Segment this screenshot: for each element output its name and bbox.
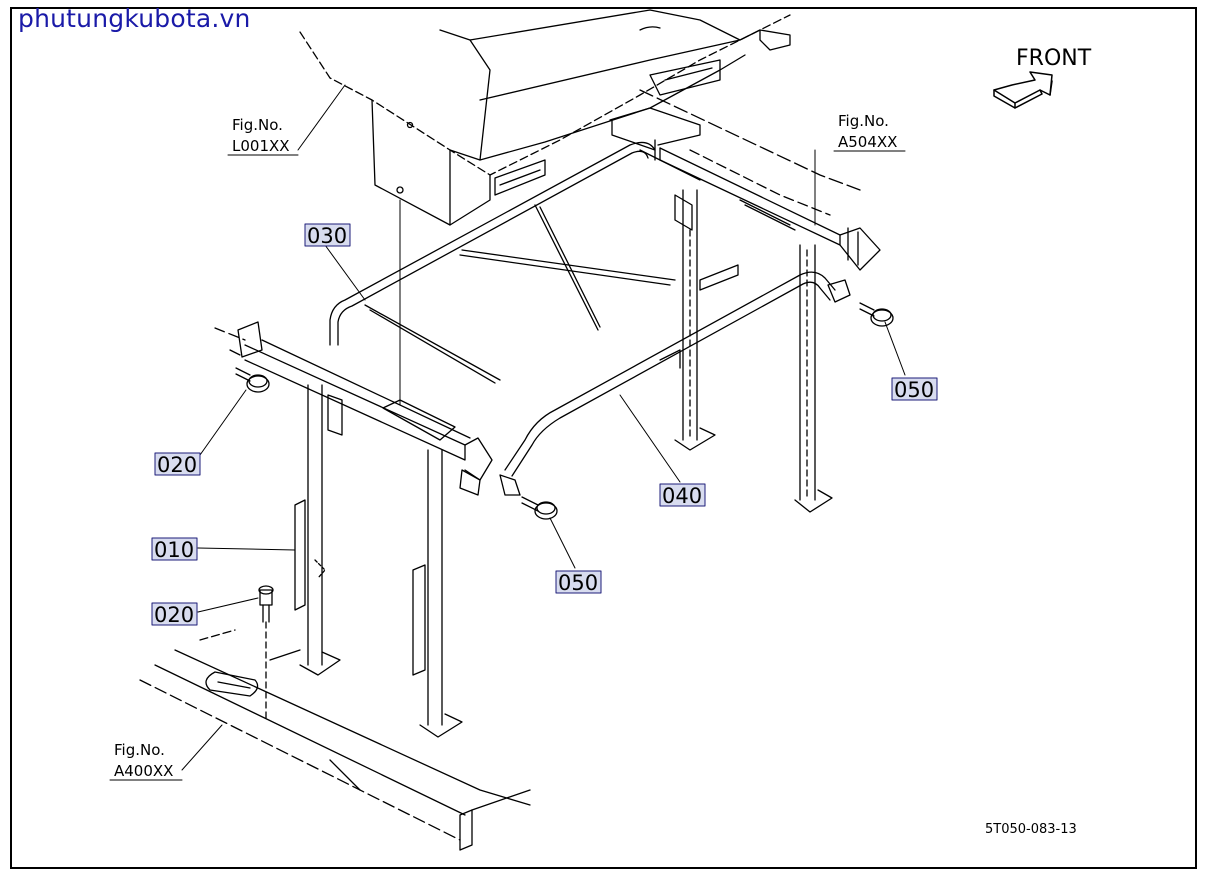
front-legs [294,384,463,738]
bolt-050-front [521,496,558,520]
fig-ref-a504xx: Fig.No. A504XX [838,112,897,151]
fig-ref-l001xx: Fig.No. L001XX [232,116,290,155]
upper-body-assembly [299,9,791,226]
svg-text:020: 020 [154,603,194,627]
svg-text:030: 030 [307,224,347,248]
leader-lines [181,84,906,771]
fig-ref-line2: L001XX [232,137,290,155]
svg-text:020: 020 [157,453,197,477]
watermark: phutungkubota.vn [18,4,251,33]
svg-text:040: 040 [662,484,702,508]
bolt-050-rear [859,302,894,327]
svg-text:050: 050 [558,571,598,595]
svg-text:010: 010 [154,538,194,562]
part-label-020-lower[interactable]: 020 [151,602,198,627]
diagram-frame [10,7,1197,869]
bolt-020-upper [235,367,270,393]
fig-ref-line1: Fig.No. [114,741,165,759]
part-label-050-front[interactable]: 050 [555,570,602,595]
rear-legs [674,189,833,513]
lower-chassis [139,629,531,851]
drawing-code: 5T050-083-13 [985,822,1077,837]
part-label-020-upper[interactable]: 020 [154,452,201,477]
part-label-040[interactable]: 040 [659,483,706,508]
left-frame-rail [214,321,493,496]
right-frame-rail [609,89,881,271]
bolt-020-lower [258,585,274,721]
part-label-050-rear[interactable]: 050 [891,377,938,402]
fig-ref-line2: A504XX [838,133,897,151]
front-arrow-icon [993,71,1053,109]
side-bar-040 [499,271,851,496]
part-label-030[interactable]: 030 [304,223,351,248]
fig-ref-a400xx: Fig.No. A400XX [114,741,173,780]
fig-ref-line2: A400XX [114,762,173,780]
fig-ref-line1: Fig.No. [232,116,283,134]
front-label: FRONT [1016,46,1092,71]
part-label-010[interactable]: 010 [151,537,198,562]
svg-text:050: 050 [894,378,934,402]
fig-ref-line1: Fig.No. [838,112,889,130]
frame-030 [329,141,701,384]
